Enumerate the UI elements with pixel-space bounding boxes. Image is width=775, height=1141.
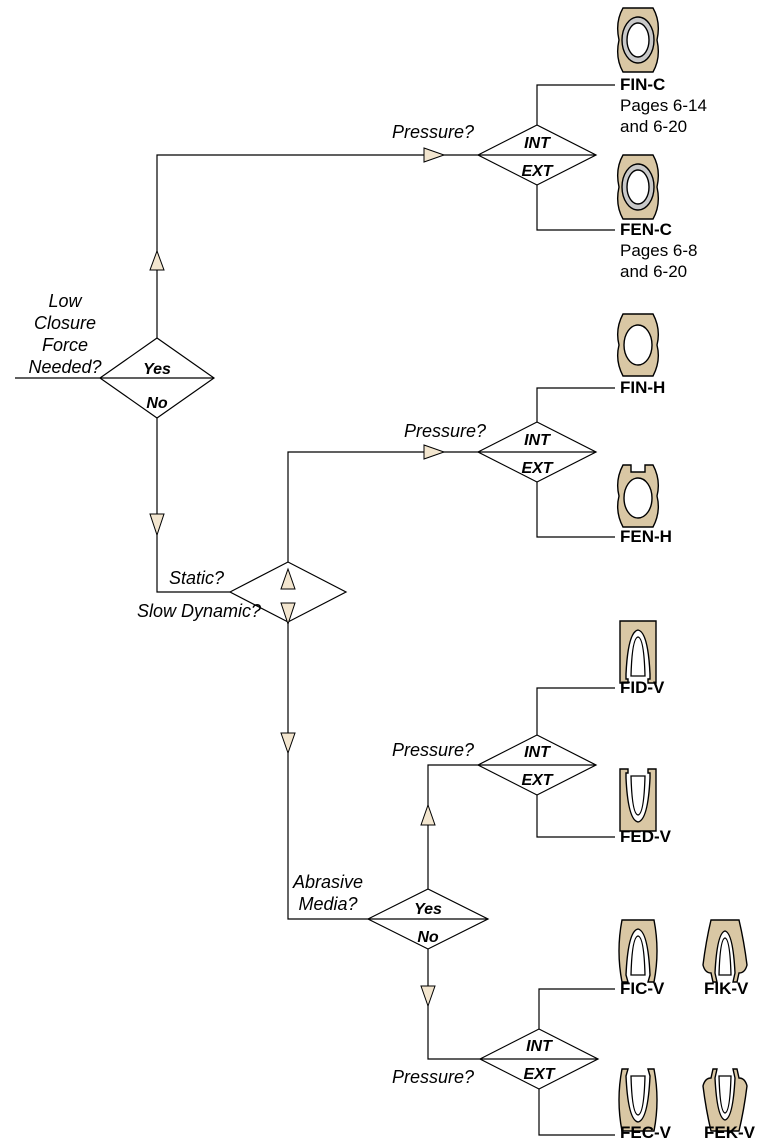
fin-h-seal-icon [616,313,660,377]
arrow-right-icon [423,444,446,460]
arrow-up-icon [280,567,296,590]
diamond-low-closure: Yes No [98,337,216,419]
yes-label: Yes [143,361,171,378]
fed-v-label: FED-V [620,827,672,846]
fik-v-label: FIK-V [704,979,749,998]
fin-c-pages-line: Pages 6-14 [620,96,707,115]
pressure-question: Pressure? [392,1067,474,1087]
ext-label: EXT [521,772,553,789]
fen-c-pages-line: and 6-20 [620,262,687,281]
fin-c-pages-line: and 6-20 [620,117,687,136]
fin-c-seal-icon [616,7,660,73]
fed-v-seal-icon [619,768,657,832]
arrow-up-icon [420,803,436,826]
arrow-down-icon [280,732,296,755]
fic-v-label: FIC-V [620,979,665,998]
ext-label: EXT [523,1066,555,1083]
fen-c-label: FEN-C [620,220,672,239]
diamond-pressure-3: INT EXT [476,734,598,796]
fek-v-label: FEK-V [704,1123,756,1141]
connector-lines [15,84,615,1136]
ext-label: EXT [521,163,553,180]
arrow-down-icon [420,985,436,1008]
int-label: INT [524,744,551,761]
arrow-down-icon [280,602,296,626]
fec-v-label: FEC-V [620,1123,672,1141]
fik-v-seal-icon [702,919,748,983]
flow-arrows [149,147,446,1008]
question-line: Force [42,335,88,355]
fin-c-label: FIN-C [620,75,665,94]
fec-v-seal-icon [618,1068,658,1132]
fid-v-label: FID-V [620,678,665,697]
pressure-question: Pressure? [392,740,474,760]
abrasive-question: Abrasive Media? [292,872,363,914]
fen-c-seal-icon [616,154,660,220]
diamond-pressure-4: INT EXT [478,1028,600,1090]
slow-dynamic-question: Slow Dynamic? [137,601,261,621]
pressure-question: Pressure? [404,421,486,441]
low-closure-question: Low Closure Force Needed? [28,291,101,377]
fin-h-label: FIN-H [620,378,665,397]
question-line: Abrasive [292,872,363,892]
int-label: INT [524,135,551,152]
int-label: INT [526,1038,553,1055]
arrow-right-icon [423,147,446,163]
static-question: Static? [169,568,224,588]
fen-c-pages-line: Pages 6-8 [620,241,698,260]
diamond-pressure-2: INT EXT [476,421,598,483]
question-line: Low [48,291,82,311]
arrow-down-icon [149,513,165,537]
fid-v-seal-icon [619,620,657,684]
no-label: No [417,929,439,946]
no-label: No [146,395,168,412]
question-line: Media? [298,894,357,914]
fek-v-seal-icon [702,1068,748,1132]
ext-label: EXT [521,460,553,477]
question-line: Needed? [28,357,101,377]
arrow-up-icon [149,249,165,271]
fen-h-seal-icon [616,464,660,528]
question-line: Closure [34,313,96,333]
yes-label: Yes [414,901,442,918]
fen-h-label: FEN-H [620,527,672,546]
diamond-pressure-1: INT EXT [476,124,598,186]
diamond-static [228,561,348,623]
pressure-question: Pressure? [392,122,474,142]
fic-v-seal-icon [618,919,658,983]
int-label: INT [524,432,551,449]
diamond-abrasive: Yes No [366,888,490,950]
